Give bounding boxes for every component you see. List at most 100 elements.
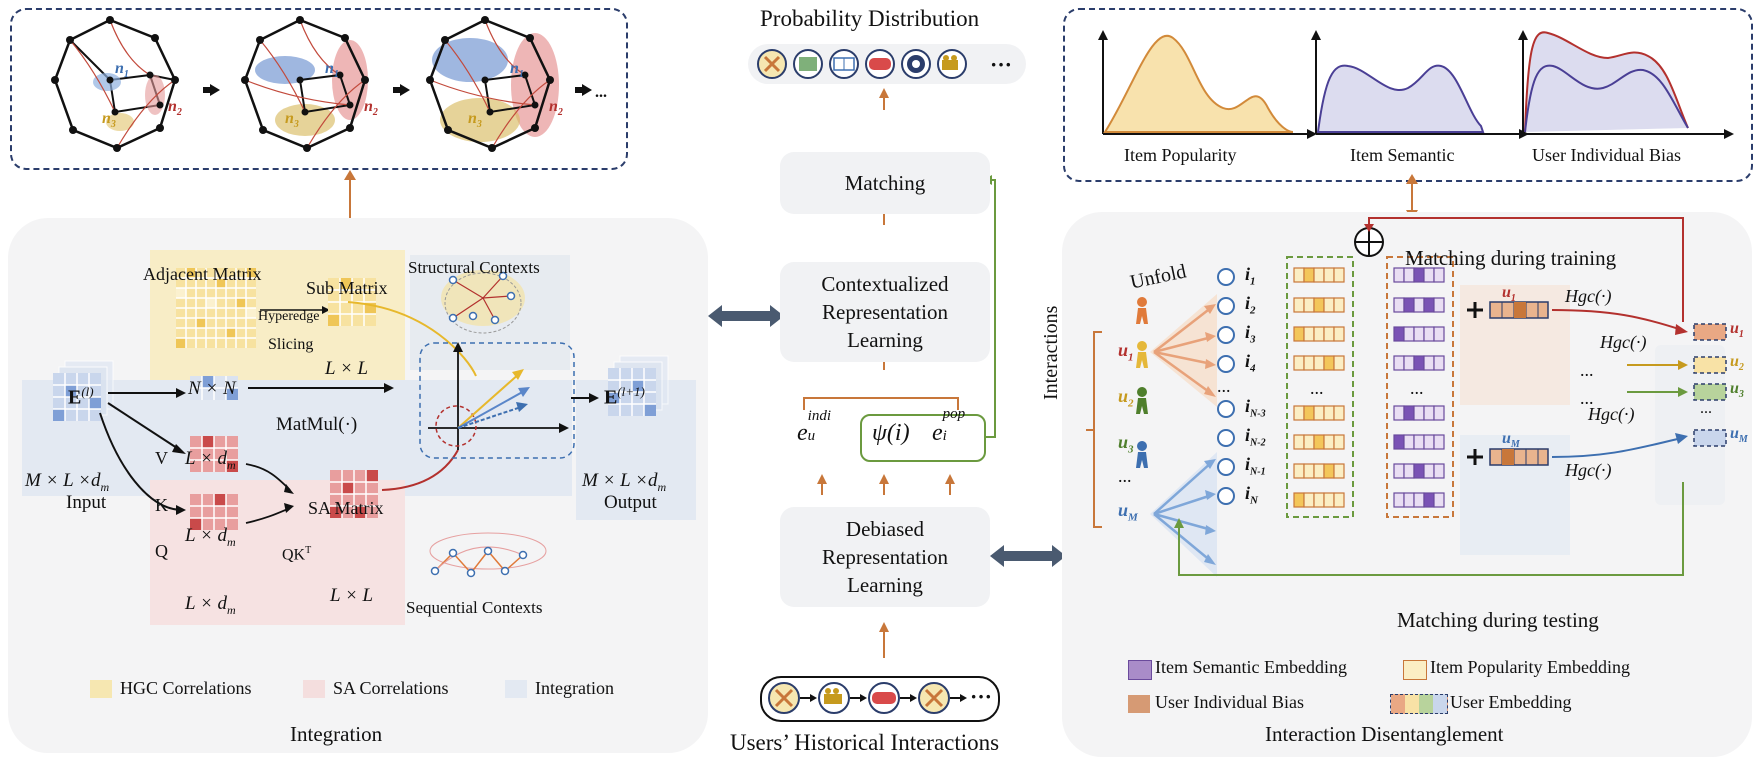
semantic-embedding-cell <box>1413 326 1425 342</box>
item-label-4: i4 <box>1245 351 1256 375</box>
users-ellipsis: ... <box>1118 466 1132 486</box>
v-label: V <box>155 448 168 468</box>
semantic-embedding-cell <box>1393 434 1405 450</box>
sequential-contexts-label: Sequential Contexts <box>406 598 543 617</box>
sub-matrix-label: Sub Matrix <box>306 278 388 298</box>
popularity-embedding-cell <box>1313 492 1325 508</box>
matching-testing-label: Matching during testing <box>1397 608 1599 632</box>
output-embedding-label: E(l+1) <box>604 384 645 409</box>
hgc-ellipsis-2: ... <box>1580 388 1594 408</box>
popularity-embedding-cell <box>1293 405 1305 421</box>
popularity-embedding-cell <box>1323 463 1335 479</box>
semantic-embedding-cell <box>1423 463 1435 479</box>
item-label-n2: iN-2 <box>1245 425 1266 449</box>
semantic-embedding-cell <box>1423 355 1435 371</box>
popularity-embedding-cell <box>1333 267 1345 283</box>
popularity-embedding-cell <box>1293 355 1305 371</box>
semantic-embedding-cell <box>1433 434 1445 450</box>
legend-popularity-swatch <box>1403 660 1427 680</box>
input-label: Input <box>66 492 107 513</box>
user-label-um: uM <box>1118 500 1138 524</box>
semantic-embedding-cell <box>1423 297 1435 313</box>
semantic-embedding-cell <box>1413 297 1425 313</box>
semantic-embedding-cell <box>1393 326 1405 342</box>
semantic-embedding-cell <box>1393 463 1405 479</box>
probability-icons <box>757 49 967 79</box>
popularity-embedding-cell <box>1323 434 1335 450</box>
l-by-l-top-label: L × L <box>325 358 369 379</box>
item-label-n: iN <box>1245 483 1258 507</box>
popularity-embedding-cell <box>1303 434 1315 450</box>
popularity-embedding-cell <box>1293 297 1305 313</box>
psi-epop-box <box>860 414 986 462</box>
node-label-n2: n2 <box>364 98 378 119</box>
semantic-embedding-cell <box>1393 405 1405 421</box>
matching-training-label: Matching during training <box>1405 246 1617 270</box>
popularity-embedding-cell <box>1323 267 1335 283</box>
input-embedding-label: E(l) <box>68 384 94 409</box>
interactions-label: Interactions <box>1040 305 1062 400</box>
semantic-embedding-cell <box>1433 405 1445 421</box>
hyperedge-label: Hyperedge <box>258 309 320 324</box>
input-dims-label: M × L ×dm <box>25 470 110 494</box>
legend-hgc-swatch <box>90 680 112 698</box>
disentanglement-graphics <box>1086 217 1727 577</box>
history-ellipsis: ··· <box>970 684 993 709</box>
semantic-embedding-cell <box>1403 355 1415 371</box>
popularity-embedding-cell <box>1333 492 1345 508</box>
item-label-n1: iN-1 <box>1245 454 1266 478</box>
semantic-embedding-cell <box>1433 492 1445 508</box>
hypergraph-steps-ellipsis: ... <box>595 84 607 101</box>
n-by-n-label: N × N <box>188 378 236 399</box>
popularity-embedding-cell <box>1323 492 1335 508</box>
legend-user-embedding-swatch <box>1390 694 1448 714</box>
popularity-embedding-cell <box>1323 355 1335 371</box>
node-label-n2: n2 <box>549 98 563 119</box>
node-label-n3: n3 <box>102 110 116 131</box>
semantic-embedding-cell <box>1423 326 1435 342</box>
bias-curves-graphic <box>1098 30 1734 139</box>
legend-semantic-label: Item Semantic Embedding <box>1155 657 1347 677</box>
bias-um-label: uM <box>1502 430 1520 451</box>
curve-label-semantic: Item Semantic <box>1350 145 1455 165</box>
popularity-embedding-cell <box>1293 434 1305 450</box>
q-label: Q <box>155 541 168 561</box>
node-label-n2: n2 <box>168 98 182 119</box>
integration-title: Integration <box>290 722 383 746</box>
popularity-embedding-cell <box>1313 405 1325 421</box>
popularity-embedding-cell <box>1313 297 1325 313</box>
hgc-label-1: Hgc(·) <box>1565 286 1612 306</box>
bias-u1-label: u1 <box>1502 284 1516 305</box>
integration-region <box>22 380 572 496</box>
user-label-u1: u1 <box>1118 340 1134 364</box>
out-user-u2: u2 <box>1730 353 1744 374</box>
popularity-embedding-cell <box>1323 326 1335 342</box>
semantic-embedding-cell <box>1413 434 1425 450</box>
node-label-n1: n1 <box>325 60 339 81</box>
popularity-embedding-cell <box>1333 355 1345 371</box>
popularity-embedding-cell <box>1313 267 1325 283</box>
out-user-u3: u3 <box>1730 380 1744 401</box>
semantic-embedding-cell <box>1413 355 1425 371</box>
popularity-embedding-cell <box>1333 463 1345 479</box>
legend-bias-swatch <box>1128 695 1150 713</box>
semantic-embedding-cell <box>1433 267 1445 283</box>
slicing-label: Slicing <box>268 336 314 353</box>
item-label-1: i1 <box>1245 264 1256 288</box>
qkt-label: QKT <box>282 545 312 564</box>
semantic-embedding-cell <box>1433 326 1445 342</box>
legend-semantic-swatch <box>1128 660 1152 680</box>
semantic-embedding-cell <box>1403 463 1415 479</box>
semantic-ellipsis: ... <box>1410 378 1424 398</box>
semantic-embedding-cell <box>1393 297 1405 313</box>
item-label-n3: iN-3 <box>1245 396 1266 420</box>
popularity-embedding-cell <box>1293 326 1305 342</box>
popularity-embedding-cell <box>1293 492 1305 508</box>
semantic-embedding-cell <box>1423 492 1435 508</box>
popularity-embedding-cell <box>1333 405 1345 421</box>
semantic-embedding-cell <box>1423 405 1435 421</box>
user-label-u3: u3 <box>1118 432 1134 456</box>
semantic-embedding-cell <box>1433 355 1445 371</box>
hgc-ellipsis-1: ... <box>1580 360 1594 380</box>
